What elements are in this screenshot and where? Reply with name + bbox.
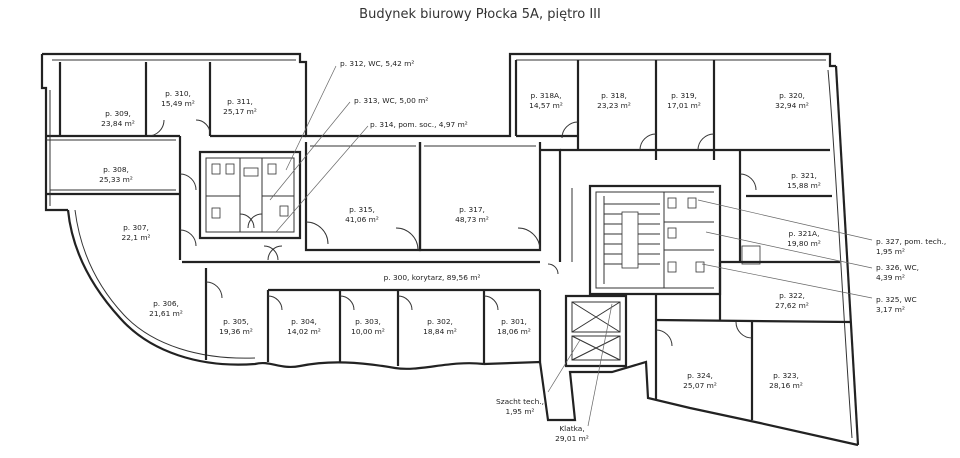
room-305-label: p. 305, — [223, 317, 249, 326]
room-322-label: p. 322, — [779, 291, 805, 300]
room-308-label: p. 308, — [103, 165, 129, 174]
room-321a-area: 19,80 m² — [787, 239, 821, 248]
lower-rooms — [182, 260, 559, 366]
corridor-doors — [263, 188, 573, 262]
wc-core — [198, 150, 302, 240]
room-308-area: 25,33 m² — [99, 175, 133, 184]
callout-314: p. 314, pom. soc., 4,97 m² — [370, 120, 468, 129]
callout-326-area: 4,39 m² — [876, 273, 905, 282]
callout-326-label: p. 326, WC, — [876, 263, 919, 272]
room-320-area: 32,94 m² — [775, 101, 809, 110]
room-307-label: p. 307, — [123, 223, 149, 232]
room-318-area: 23,23 m² — [597, 101, 631, 110]
room-318a-label: p. 318A, — [531, 91, 562, 100]
room-311-label: p. 311, — [227, 97, 253, 106]
room-322-area: 27,62 m² — [775, 301, 809, 310]
room-303-area: 10,00 m² — [351, 327, 385, 336]
room-302-label: p. 302, — [427, 317, 453, 326]
room-309-label: p. 309, — [105, 109, 131, 118]
callout-stair-area: 29,01 m² — [555, 434, 589, 443]
room-318-label: p. 318, — [601, 91, 627, 100]
room-321a-label: p. 321A, — [789, 229, 820, 238]
room-323-area: 28,16 m² — [769, 381, 803, 390]
room-306-label: p. 306, — [153, 299, 179, 308]
callout-labels: p. 312, WC, 5,42 m² p. 313, WC, 5,00 m² … — [340, 59, 946, 443]
outer-walls — [40, 52, 860, 447]
right-lower-rooms — [654, 260, 851, 420]
callout-327-area: 1,95 m² — [876, 247, 905, 256]
room-315-label: p. 315, — [349, 205, 375, 214]
room-301-label: p. 301, — [501, 317, 527, 326]
callout-shaft-label: Szacht tech., — [496, 397, 544, 406]
callout-325-area: 3,17 m² — [876, 305, 905, 314]
callout-shaft-area: 1,95 m² — [506, 407, 535, 416]
callout-stair-label: Klatka, — [559, 424, 584, 433]
room-301-area: 18,06 m² — [497, 327, 531, 336]
corridor-label: p. 300, korytarz, 89,56 m² — [384, 273, 481, 282]
callout-312: p. 312, WC, 5,42 m² — [340, 59, 414, 68]
room-304-area: 14,02 m² — [287, 327, 321, 336]
room-304-label: p. 304, — [291, 317, 317, 326]
callout-313: p. 313, WC, 5,00 m² — [354, 96, 428, 105]
lift-shaft — [564, 294, 628, 368]
callout-327-label: p. 327, pom. tech., — [876, 237, 946, 246]
room-302-area: 18,84 m² — [423, 327, 457, 336]
room-317-area: 48,73 m² — [455, 215, 489, 224]
room-319-label: p. 319, — [671, 91, 697, 100]
room-320-label: p. 320, — [779, 91, 805, 100]
room-324-area: 25,07 m² — [683, 381, 717, 390]
room-307-area: 22,1 m² — [122, 233, 151, 242]
plan-title: Budynek biurowy Płocka 5A, piętro III — [359, 7, 601, 22]
room-324-label: p. 324, — [687, 371, 713, 380]
room-309-area: 23,84 m² — [101, 119, 135, 128]
room-321-label: p. 321, — [791, 171, 817, 180]
room-321-area: 15,88 m² — [787, 181, 821, 190]
room-305-area: 19,36 m² — [219, 327, 253, 336]
room-310-label: p. 310, — [165, 89, 191, 98]
right-upper-rooms — [514, 60, 832, 262]
leader-lines — [269, 65, 873, 427]
room-311-area: 25,17 m² — [223, 107, 257, 116]
room-319-area: 17,01 m² — [667, 101, 701, 110]
callout-325-label: p. 325, WC — [876, 295, 917, 304]
left-wing-walls — [46, 62, 306, 260]
room-317-label: p. 317, — [459, 205, 485, 214]
room-labels: p. 309, 23,84 m² p. 310, 15,49 m² p. 311… — [99, 89, 821, 390]
room-306-area: 21,61 m² — [149, 309, 183, 318]
room-303-label: p. 303, — [355, 317, 381, 326]
room-318a-area: 14,57 m² — [529, 101, 563, 110]
middle-rooms — [304, 142, 562, 262]
room-310-area: 15,49 m² — [161, 99, 195, 108]
right-core — [588, 184, 761, 296]
room-315-area: 41,06 m² — [345, 215, 379, 224]
room-323-label: p. 323, — [773, 371, 799, 380]
